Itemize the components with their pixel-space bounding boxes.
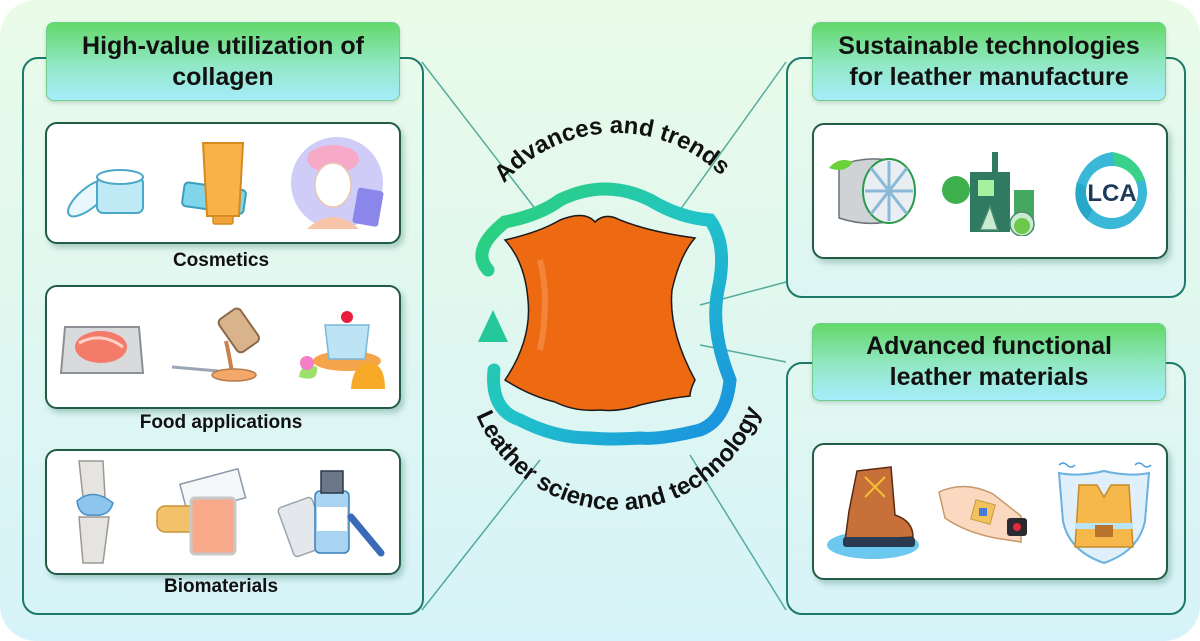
- wound-dressing-icon: [156, 467, 247, 556]
- packaged-salmon-icon: [60, 326, 145, 374]
- food-card: [45, 285, 401, 409]
- jelly-dessert-icon: [298, 311, 385, 389]
- face-mask-woman-icon: [291, 137, 384, 229]
- food-caption: Food applications: [139, 412, 303, 433]
- knee-joint-icon: [76, 460, 114, 564]
- waterproof-boot-icon: [827, 465, 919, 559]
- cream-jar-icon: [67, 169, 144, 218]
- arc-text-advances-trends: Advances and trends: [489, 112, 735, 188]
- collagen-title-text: High-value utilization of collagen: [82, 31, 364, 91]
- protective-vest-shield-icon: [1057, 461, 1152, 564]
- biomaterials-caption: Biomaterials: [163, 576, 279, 597]
- connector-functional-bottom: [689, 454, 787, 611]
- connector-collagen-bottom: [421, 459, 541, 611]
- cosmetics-caption: Cosmetics: [172, 250, 270, 271]
- functional-card: [812, 443, 1168, 580]
- leather-hide-icon: [503, 214, 697, 412]
- connector-collagen-top: [421, 61, 541, 216]
- wearable-sensor-hand-icon: [938, 485, 1027, 543]
- functional-title-text: Advanced functional leather materials: [866, 332, 1112, 391]
- connector-sustainable-top: [679, 61, 787, 211]
- tanning-drum-icon: [828, 158, 916, 225]
- sustainable-panel-title: Sustainable technologies for leather man…: [812, 22, 1166, 101]
- biomaterials-card: [45, 449, 401, 575]
- lca-recycle-icon: LCA: [1075, 152, 1148, 230]
- cycle-ring: [475, 182, 737, 446]
- sauce-bottle-spoon-icon: [171, 307, 260, 382]
- sustainable-card: LCA: [812, 123, 1168, 259]
- cosmetics-card: [45, 122, 401, 244]
- green-factory-lab-icon: [941, 152, 1035, 236]
- functional-panel-title: Advanced functional leather materials: [812, 323, 1166, 401]
- cycle-arrow-head: [478, 310, 508, 342]
- lca-label: LCA: [1088, 180, 1137, 207]
- lotion-tube-icon: [181, 142, 247, 225]
- sustainable-title-text: Sustainable technologies for leather man…: [838, 31, 1140, 91]
- vial-syringe-icon: [277, 470, 385, 558]
- collagen-panel-title: High-value utilization of collagen: [46, 22, 400, 101]
